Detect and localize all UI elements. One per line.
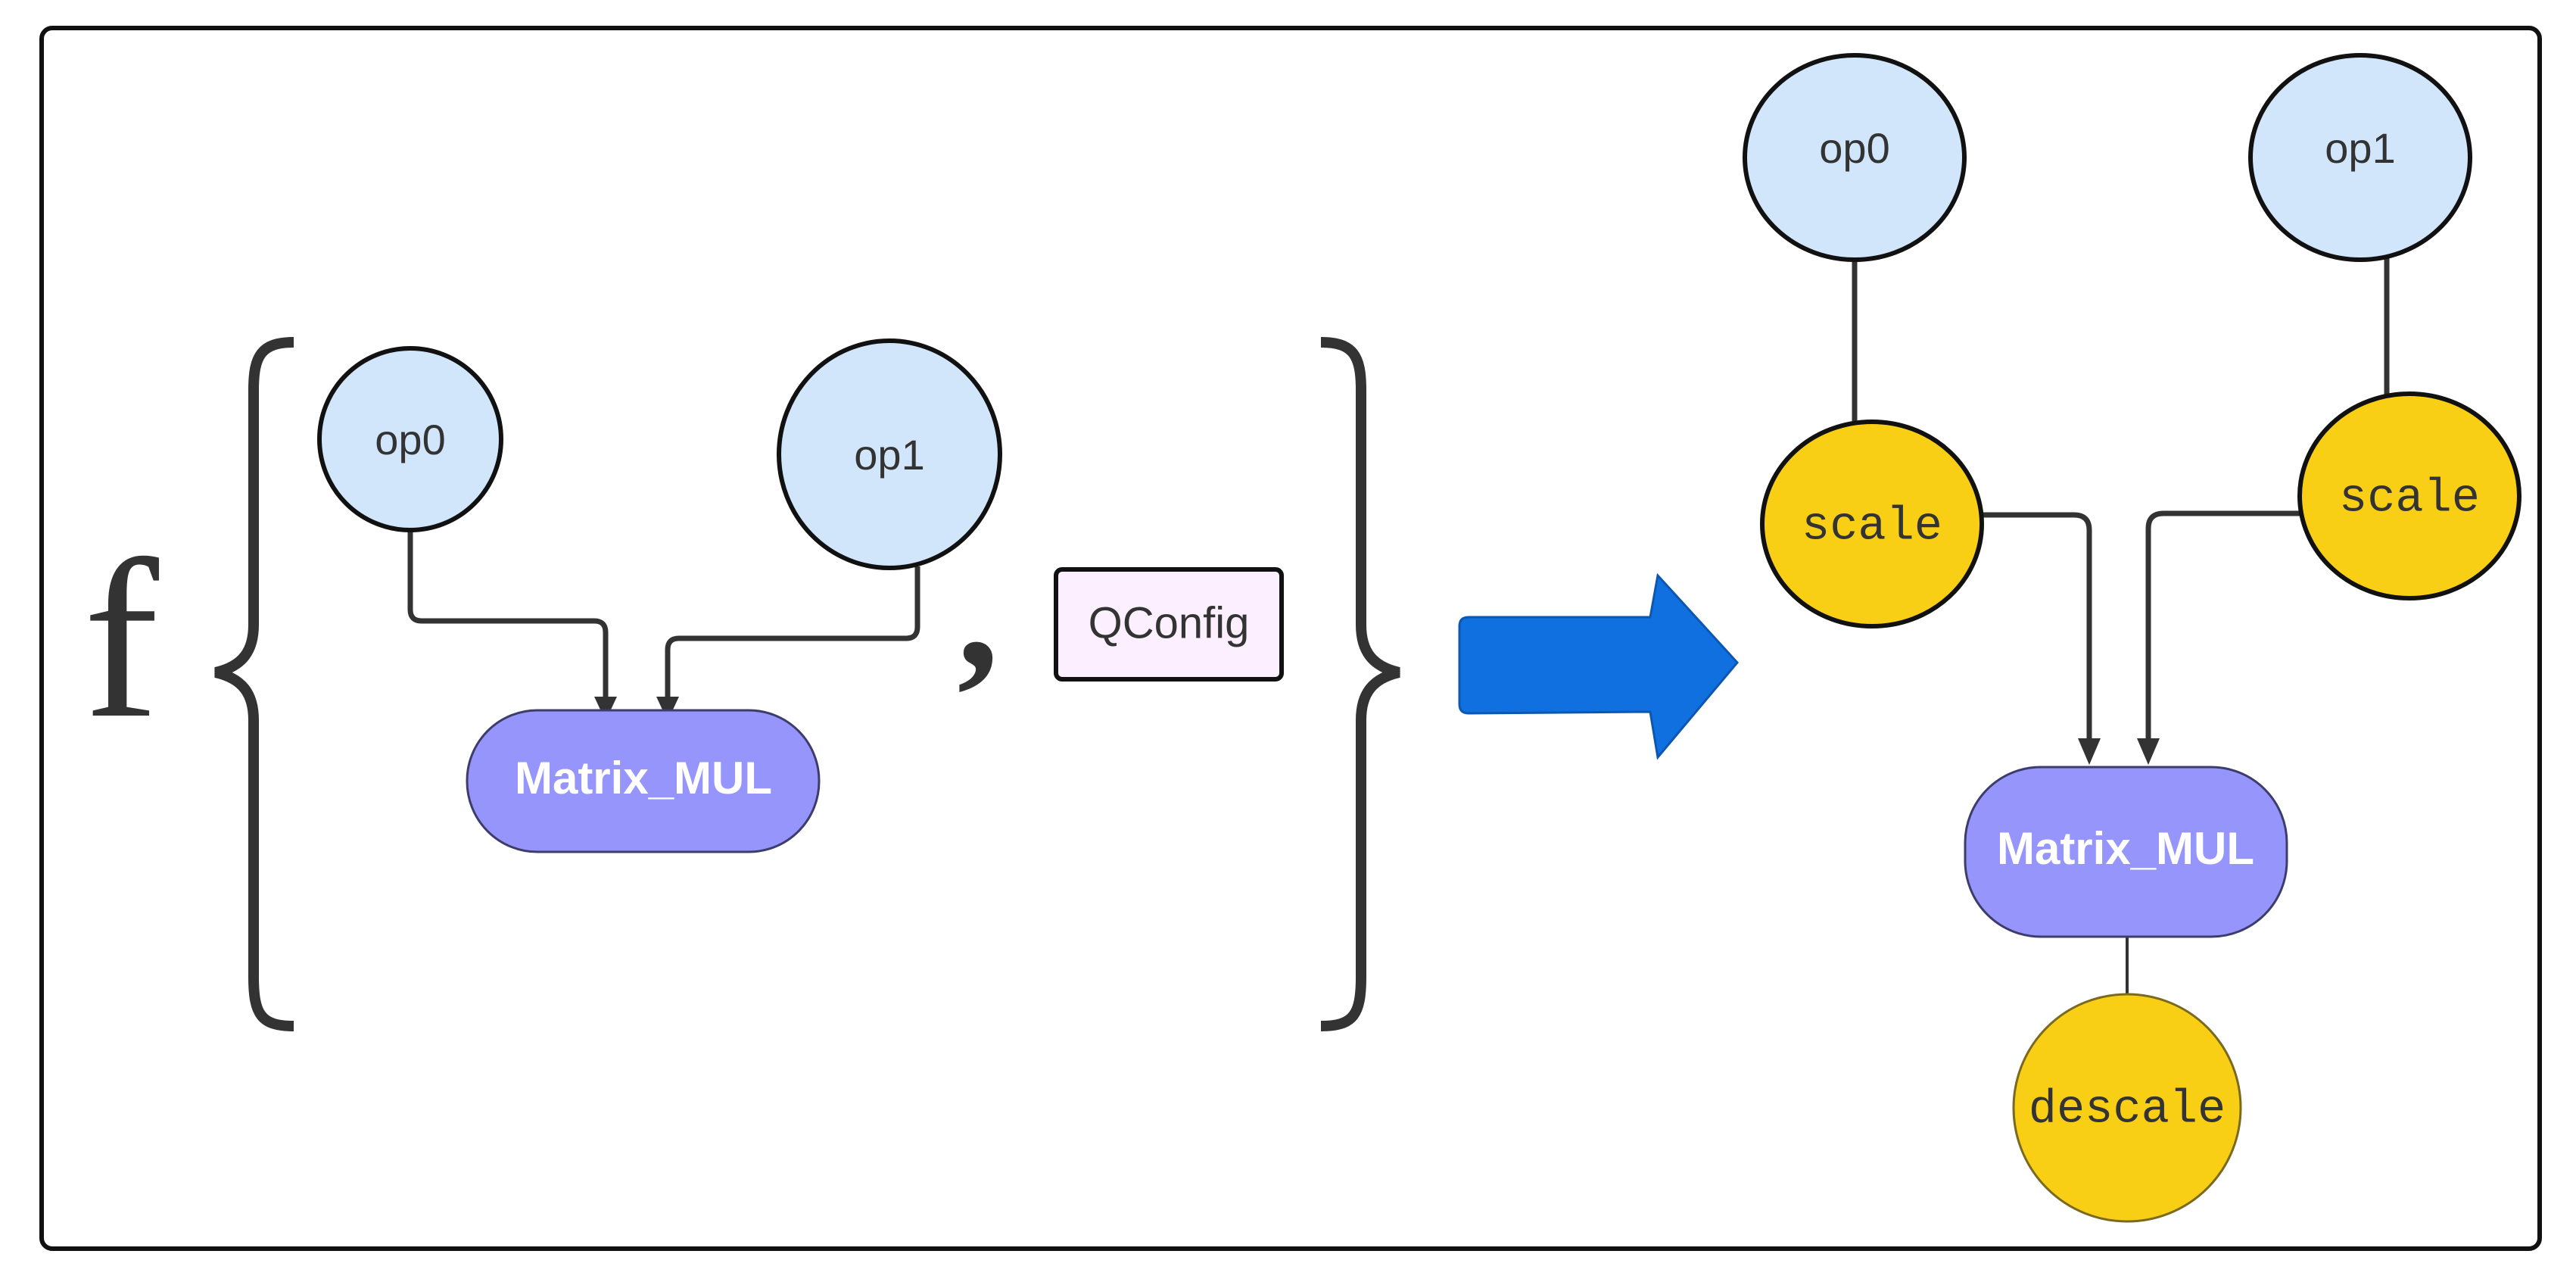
diagram-frame <box>39 26 2542 1251</box>
edge-scale-right-to-matmul <box>2145 510 2300 750</box>
function-symbol: f <box>83 513 161 765</box>
qconfig-label: QConfig <box>1089 598 1250 647</box>
edge-scale-left-to-matmul <box>1981 512 2092 750</box>
op0-node-right: op0 <box>1743 53 1967 262</box>
right-arrow-icon <box>1458 572 1739 760</box>
scale-right-label: scale <box>2339 471 2480 525</box>
matmul-node-right: Matrix_MUL <box>1964 766 2288 938</box>
edge-op1-to-matmul <box>665 566 920 700</box>
scale-left-label: scale <box>1802 499 1942 553</box>
matmul-node: Matrix_MUL <box>466 709 821 853</box>
op1-label: op1 <box>854 431 924 479</box>
descale-label: descale <box>2029 1082 2226 1136</box>
op1-right-label: op1 <box>2325 124 2395 172</box>
op1-node: op1 <box>777 338 1002 570</box>
scale-node-left: scale <box>1760 420 1984 629</box>
descale-node: descale <box>2012 993 2242 1223</box>
qconfig-box: QConfig <box>1054 567 1284 682</box>
matmul-right-label: Matrix_MUL <box>1997 823 2254 874</box>
op0-node: op0 <box>317 346 503 532</box>
arrowhead-scale-right-matmul <box>2137 738 2160 765</box>
comma-separator: , <box>958 518 999 703</box>
arrowhead-scale-left-matmul <box>2078 738 2101 765</box>
op1-node-right: op1 <box>2248 53 2472 262</box>
op0-right-label: op0 <box>1819 124 1889 172</box>
right-brace <box>1320 337 1400 1031</box>
scale-node-right: scale <box>2297 391 2521 600</box>
left-brace <box>214 337 294 1031</box>
edge-op0-to-matmul <box>407 530 609 700</box>
op0-label: op0 <box>375 416 445 463</box>
arrowhead-op1-matmul <box>656 697 679 721</box>
arrowhead-op0-matmul <box>594 697 617 721</box>
matmul-label: Matrix_MUL <box>515 753 772 803</box>
